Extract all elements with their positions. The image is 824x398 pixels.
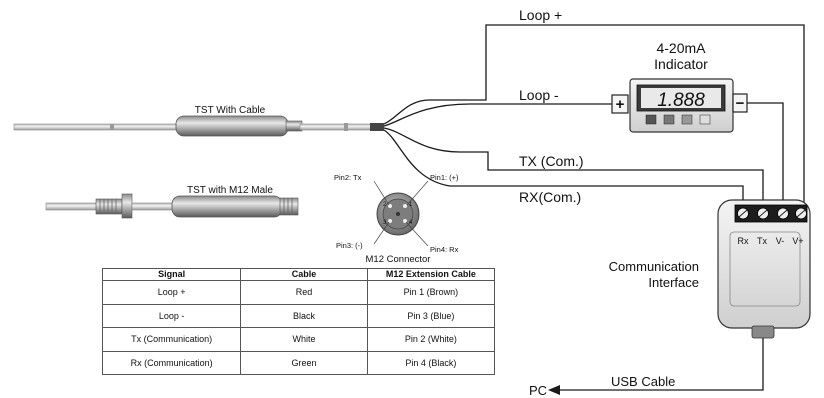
pin4-label: Pin4: Rx [430, 245, 459, 254]
indicator-plus-terminal [611, 94, 629, 114]
pc-arrow-icon [548, 385, 560, 395]
terminal-label-v-plus: V+ [792, 236, 803, 246]
indicator-display: 1.888 [657, 90, 705, 111]
cell-cable: Red [240, 280, 368, 305]
header-signal: Signal [101, 268, 242, 281]
cell-m12: Pin 4 (Black) [366, 350, 496, 375]
terminal-label-tx: Tx [757, 236, 767, 246]
pc-label: PC [529, 383, 547, 398]
cell-cable: Black [240, 303, 368, 328]
signal-cable-table: Signal Cable M12 Extension Cable Loop + … [101, 268, 496, 375]
table-row: Loop + Red Pin 1 (Brown) [101, 280, 496, 305]
indicator-title-line2: Indicator [654, 56, 708, 72]
pin-1 [403, 204, 407, 208]
pin-number-3: 3 [383, 220, 387, 226]
pin1-label: Pin1: (+) [430, 173, 459, 182]
header-m12-extension: M12 Extension Cable [366, 268, 496, 281]
tx-label: TX (Com.) [519, 153, 584, 169]
indicator-plus-sign: + [616, 96, 625, 113]
communication-interface-device [717, 199, 811, 339]
cell-m12: Pin 1 (Brown) [366, 280, 496, 305]
cell-m12: Pin 2 (White) [366, 327, 496, 352]
table-row: Loop - Black Pin 3 (Blue) [101, 303, 496, 328]
cell-signal: Loop + [101, 280, 242, 305]
terminal-label-v-minus: V- [776, 236, 785, 246]
tst-cable-sensor [13, 115, 384, 137]
pin3-label: Pin3: (-) [336, 241, 363, 250]
indicator-minus-sign: − [736, 95, 745, 112]
tst-m12-sensor [45, 193, 299, 219]
pin2-label: Pin2: Tx [334, 173, 362, 182]
loop-minus-label: Loop - [519, 87, 559, 103]
loop-plus-label: Loop + [519, 7, 562, 23]
indicator-device [611, 78, 748, 133]
m12-connector-caption: M12 Connector [366, 254, 431, 265]
usb-cable-label: USB Cable [611, 374, 675, 389]
table-header-row: Signal Cable M12 Extension Cable [101, 268, 496, 281]
table-row: Rx (Communication) Green Pin 4 (Black) [101, 350, 496, 375]
cell-signal: Loop - [101, 303, 242, 328]
header-cable: Cable [240, 268, 368, 281]
cell-signal: Rx (Communication) [101, 350, 242, 375]
signal-wires [383, 24, 805, 391]
table-row: Tx (Communication) White Pin 2 (White) [101, 327, 496, 352]
tst-m12-label: TST with M12 Male [187, 185, 273, 196]
m12-connector [373, 180, 429, 247]
interface-caption-line2: Interface [648, 275, 699, 290]
cell-cable: White [240, 327, 368, 352]
cell-m12: Pin 3 (Blue) [366, 303, 496, 328]
pin-number-1: 1 [409, 202, 413, 208]
cell-signal: Tx (Communication) [101, 327, 242, 352]
pin-number-4: 4 [409, 220, 413, 226]
tst-cable-label: TST With Cable [195, 105, 266, 116]
indicator-minus-terminal [732, 93, 748, 113]
indicator-title-line1: 4-20mA [656, 40, 706, 56]
interface-caption-line1: Communication [609, 259, 699, 274]
cell-cable: Green [240, 350, 368, 375]
rx-label: RX(Com.) [519, 189, 581, 205]
terminal-label-rx: Rx [738, 236, 749, 246]
pin-number-2: 2 [383, 202, 387, 208]
